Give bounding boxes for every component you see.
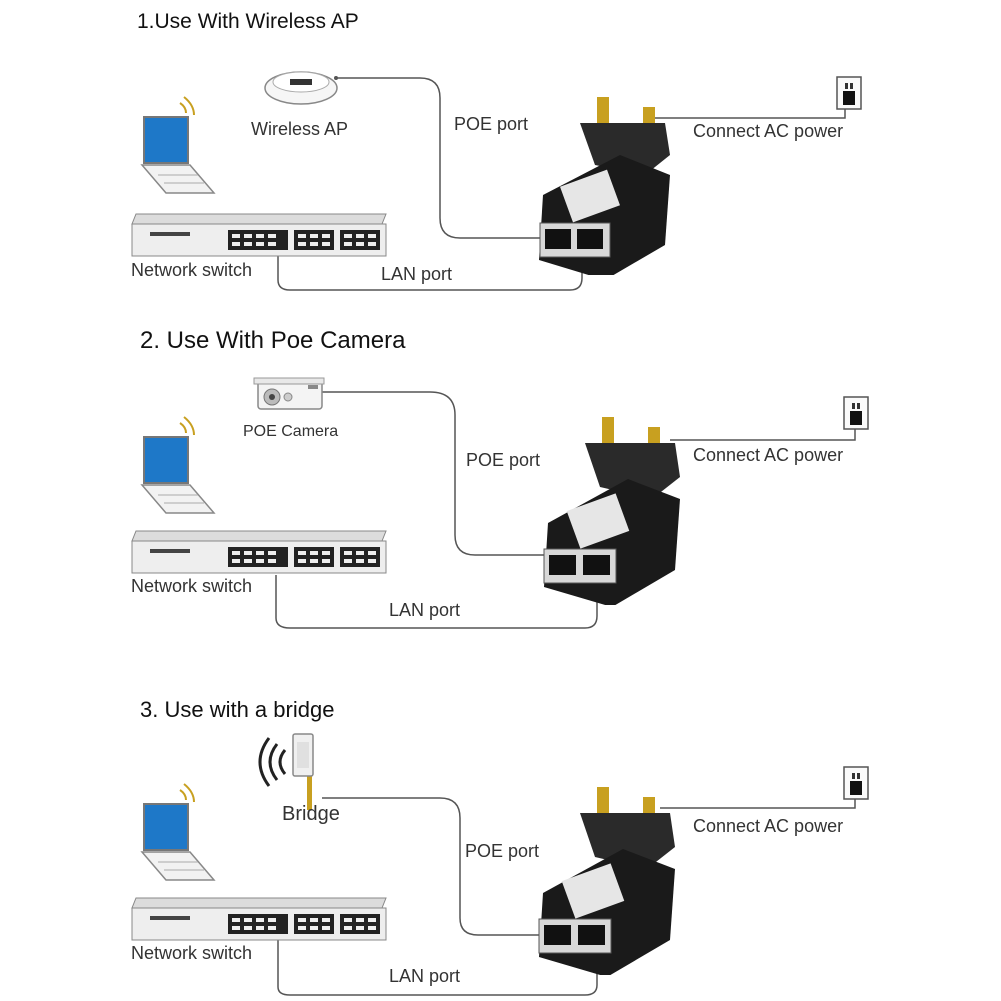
section-3-wall-outlet-icon (843, 766, 869, 800)
bridge-antenna-icon (258, 733, 314, 810)
section-3-laptop-icon (140, 783, 216, 881)
section-3-network-switch-icon (131, 897, 387, 941)
section-1-lan-cable (277, 248, 583, 291)
section-3-power-label: Connect AC power (693, 816, 844, 836)
section-3-title: 3. Use with a bridge (140, 697, 335, 722)
section-3-poe-port-label: POE port (465, 841, 540, 861)
section-2-device-label: POE Camera (243, 423, 339, 440)
section-2-poe-cable (320, 391, 545, 556)
section-2-network-switch-icon (131, 530, 387, 574)
section-2-lan-port-label: LAN port (389, 600, 461, 620)
section-3-device-label: Bridge (282, 803, 340, 825)
section-2-laptop-icon (140, 416, 216, 514)
section-1-wall-outlet-icon (836, 76, 862, 110)
section-2-wall-outlet-icon (843, 396, 869, 430)
section-2-title: 2. Use With Poe Camera (140, 327, 406, 354)
section-1-switch-label: Network switch (131, 260, 253, 280)
section-1-poe-port-label: POE port (454, 114, 529, 134)
section-3-poe-cable (322, 797, 540, 936)
section-1-device-label: Wireless AP (251, 119, 349, 139)
wireless-ap-icon (264, 71, 338, 105)
section-1-poe-cable (335, 77, 540, 239)
section-1-power-label: Connect AC power (693, 121, 844, 141)
section-1-lan-port-label: LAN port (381, 264, 453, 284)
section-2-lan-cable (275, 575, 598, 629)
section-3-lan-port-label: LAN port (389, 966, 461, 986)
section-1-laptop-icon (140, 96, 216, 194)
section-2-poe-injector-icon (543, 417, 680, 605)
section-3-poe-injector-icon (538, 787, 675, 975)
section-1-poe-injector-icon (539, 97, 670, 275)
section-1-title: 1.Use With Wireless AP (137, 10, 359, 33)
section-2-poe-port-label: POE port (466, 450, 541, 470)
section-2-power-cable (670, 425, 856, 441)
section-1-network-switch-icon (131, 213, 387, 257)
section-3-switch-label: Network switch (131, 943, 253, 963)
poe-camera-icon (253, 377, 325, 410)
section-2-switch-label: Network switch (131, 576, 253, 596)
section-3-lan-cable (277, 940, 598, 996)
section-3-power-cable (660, 790, 856, 809)
section-2-power-label: Connect AC power (693, 445, 844, 465)
